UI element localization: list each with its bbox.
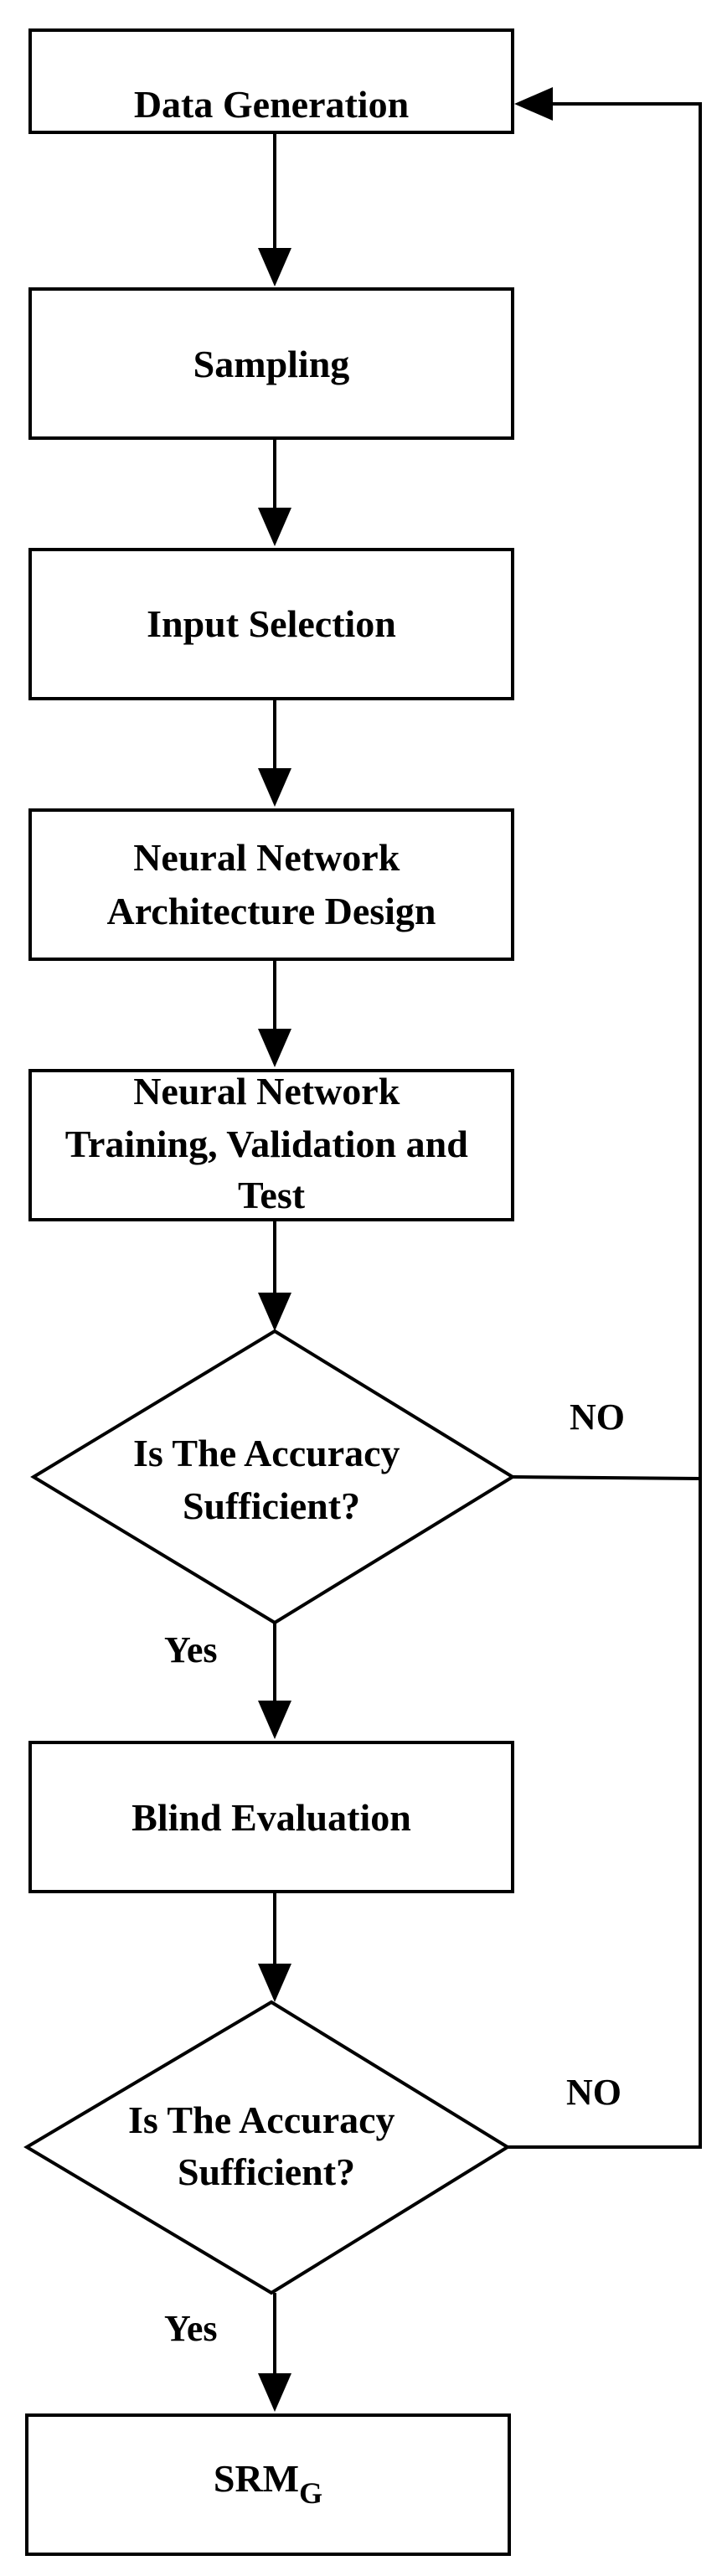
node-decision-2: Is The Accuracy Sufficient? (23, 2000, 511, 2295)
node-architecture-design: Neural Network Architecture Design (28, 808, 514, 961)
srm-label-subscript: G (299, 2476, 322, 2510)
blind-evaluation-box (28, 1741, 514, 1893)
input-selection-box (28, 548, 514, 700)
decision-1-yes-label: Yes (164, 1629, 218, 1670)
arrowhead-training (258, 1029, 291, 1067)
decision-1-label: Is The Accuracy Sufficient? (133, 1432, 410, 1527)
connectors (258, 87, 702, 2412)
arrowhead-architecture (258, 768, 291, 807)
training-label: Neural Network Training, Validation and … (65, 1070, 478, 1216)
arrowhead-input-selection (258, 508, 291, 546)
decision-2-diamond (23, 2000, 511, 2295)
decision-1-no-label: NO (570, 1396, 625, 1438)
arrowhead-data-generation (514, 87, 553, 121)
sampling-label: Sampling (193, 343, 350, 385)
blind-evaluation-label: Blind Evaluation (132, 1796, 411, 1839)
architecture-design-label: Neural Network Architecture Design (106, 836, 436, 932)
sampling-box (28, 287, 514, 440)
node-srm: SRMG (25, 2413, 511, 2556)
decision-2-yes-label: Yes (164, 2308, 218, 2349)
node-sampling: Sampling (28, 287, 514, 440)
decision-2-no-label: NO (566, 2072, 621, 2113)
architecture-design-box (28, 808, 514, 961)
node-input-selection: Input Selection (28, 548, 514, 700)
node-decision-1: Is The Accuracy Sufficient? (30, 1329, 516, 1625)
node-training: Neural Network Training, Validation and … (28, 1069, 514, 1221)
decision-2-label: Is The Accuracy Sufficient? (128, 2098, 405, 2193)
arrowhead-decision-2 (258, 1964, 291, 2002)
arrowhead-sampling (258, 248, 291, 287)
srm-label: SRMG (214, 2457, 322, 2510)
training-box (28, 1069, 514, 1221)
arrowhead-srm (258, 2373, 291, 2412)
input-selection-label: Input Selection (147, 602, 396, 645)
feedback-decision-2-no (508, 102, 702, 2149)
decision-1-diamond (30, 1329, 516, 1625)
srm-label-main: SRM (214, 2457, 299, 2500)
srm-box (25, 2413, 511, 2556)
data-generation-box (28, 28, 514, 134)
feedback-decision-1-no (512, 1475, 701, 1480)
data-generation-label: Data Generation (134, 83, 409, 126)
node-blind-evaluation: Blind Evaluation (28, 1741, 514, 1893)
arrowhead-decision-1 (258, 1293, 291, 1331)
node-data-generation: Data Generation (28, 28, 514, 134)
arrowhead-blind-evaluation (258, 1701, 291, 1739)
